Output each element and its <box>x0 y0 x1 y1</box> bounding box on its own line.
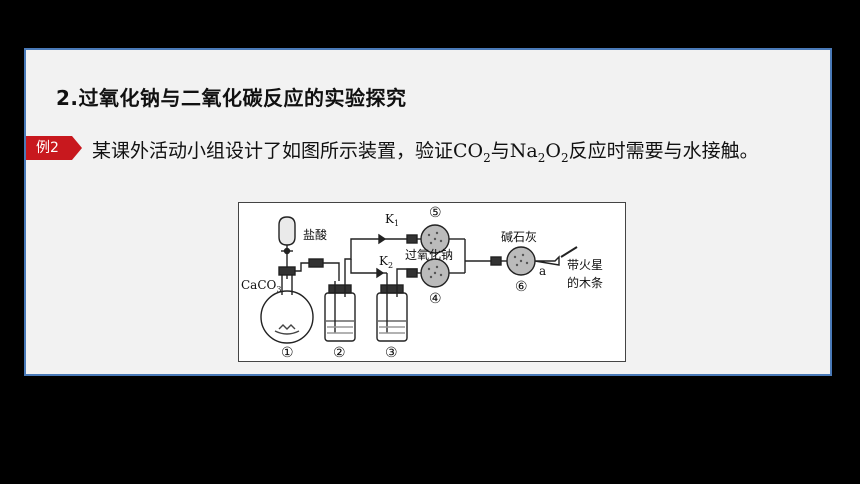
number-3: ③ <box>385 345 398 361</box>
question-part-4: 反应时需要与水接触。 <box>568 140 759 162</box>
label-sodium-peroxide: 过氧化钠 <box>405 247 453 262</box>
slide-panel: 2.过氧化钠与二氧化碳反应的实验探究 例2 某课外活动小组设计了如图所示装置，验… <box>24 48 832 376</box>
number-6: ⑥ <box>515 279 528 295</box>
valve-k1-icon <box>378 233 387 245</box>
label-hydrochloric-acid: 盐酸 <box>303 227 327 242</box>
label-glowing-splint-2: 的木条 <box>567 275 603 290</box>
bottle-3 <box>376 273 408 342</box>
glowing-splint-icon <box>560 246 578 258</box>
number-5: ⑤ <box>429 205 442 221</box>
example-badge: 例2 <box>26 136 82 160</box>
badge-arrow-shape <box>26 136 82 160</box>
label-point-a: a <box>539 264 546 278</box>
question-part-2: 与Na <box>490 140 538 162</box>
separatory-funnel <box>278 216 296 279</box>
soda-lime-tube-6 <box>490 246 560 276</box>
example-badge-label: 例2 <box>36 140 59 156</box>
question-text: 某课外活动小组设计了如图所示装置，验证CO2与Na2O2反应时需要与水接触。 <box>52 132 822 177</box>
apparatus-diagram: 盐酸 CaCO3 K1 K2 过氧化钠 碱石灰 a 带火星 的木条 ① ② ③ … <box>241 205 603 361</box>
number-2: ② <box>333 345 346 361</box>
label-caco3: CaCO3 <box>241 278 281 294</box>
question-sub-1: 2 <box>483 150 491 165</box>
flask-1 <box>260 266 314 344</box>
bottle-2 <box>324 281 356 342</box>
label-soda-lime: 碱石灰 <box>501 230 537 244</box>
number-4: ④ <box>429 291 442 307</box>
number-1: ① <box>281 345 294 361</box>
label-glowing-splint-1: 带火星 <box>567 258 603 272</box>
question-sub-3: 2 <box>560 150 569 165</box>
question-part-1: 某课外活动小组设计了如图所示装置，验证CO <box>92 140 484 162</box>
question-sub-2: 2 <box>537 150 546 165</box>
apparatus-figure: 盐酸 CaCO3 K1 K2 过氧化钠 碱石灰 a 带火星 的木条 ① ② ③ … <box>238 202 626 362</box>
valve-k2-icon <box>376 267 385 279</box>
question-part-3: O <box>545 140 561 162</box>
label-k2: K2 <box>379 254 393 270</box>
section-heading: 2.过氧化钠与二氧化碳反应的实验探究 <box>56 86 407 110</box>
label-k1: K1 <box>385 212 399 228</box>
